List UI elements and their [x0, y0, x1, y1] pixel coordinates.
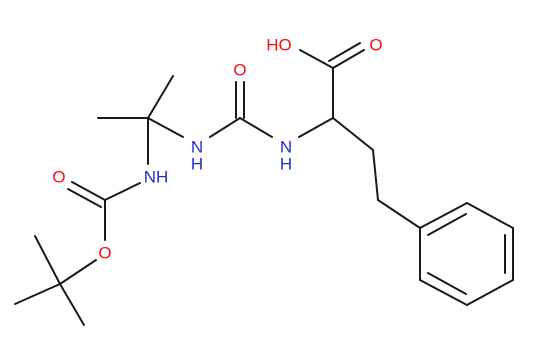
bond-urea-c-nh	[209, 117, 241, 138]
urea-nh-right-h-label: H	[280, 155, 292, 174]
bond-ring-2	[466, 202, 514, 229]
urea-carbonyl-oxygen-label: O	[233, 61, 246, 80]
carbamate-carbonyl-oxygen-label: O	[52, 168, 65, 187]
bond-ring-inner-3	[427, 272, 467, 295]
bonds	[14, 42, 514, 326]
bond-tbu-methyl-left	[14, 283, 61, 305]
bond-tbu-methyl-top	[34, 235, 61, 285]
bond-ring-1	[419, 202, 468, 229]
bond-carbamate-c-o-a	[71, 181, 106, 201]
bond-ch2-phenyl	[377, 199, 421, 229]
bond-alpha-nh	[298, 117, 334, 138]
bond-ester-o-tbu	[59, 259, 97, 285]
urea-nh-right-n-label: N	[280, 138, 292, 157]
atom-labels: HO O O N H N H NH O O	[52, 36, 382, 263]
bond-ring-5	[419, 279, 468, 306]
acid-carbonyl-oxygen-label: O	[369, 36, 382, 55]
bond-carbamate-nh-c	[104, 182, 141, 201]
bond-acid-c-oh	[299, 49, 334, 69]
urea-nh-left-h-label: H	[191, 155, 203, 174]
bond-nh-urea-c	[239, 117, 273, 138]
acid-hydroxyl-label: HO	[266, 36, 292, 55]
bond-nh-quaternary-c	[147, 117, 184, 138]
carbamate-nh-label: NH	[144, 168, 169, 187]
bond-carbamate-c-o-b	[67, 188, 102, 208]
bond-ring-inner-1	[427, 213, 467, 236]
bond-ch2-ch2	[372, 149, 379, 201]
bond-quaternary-methyl-top	[147, 75, 174, 119]
urea-nh-left-n-label: N	[191, 138, 203, 157]
bond-alpha-ch2	[332, 117, 374, 151]
bond-acid-c-o-double-b	[328, 42, 361, 62]
carbamate-ester-oxygen-label: O	[98, 244, 111, 263]
bond-acid-c-o-double-a	[332, 49, 365, 69]
bond-ring-4	[466, 279, 514, 306]
bond-tbu-methyl-bottom	[59, 283, 85, 326]
